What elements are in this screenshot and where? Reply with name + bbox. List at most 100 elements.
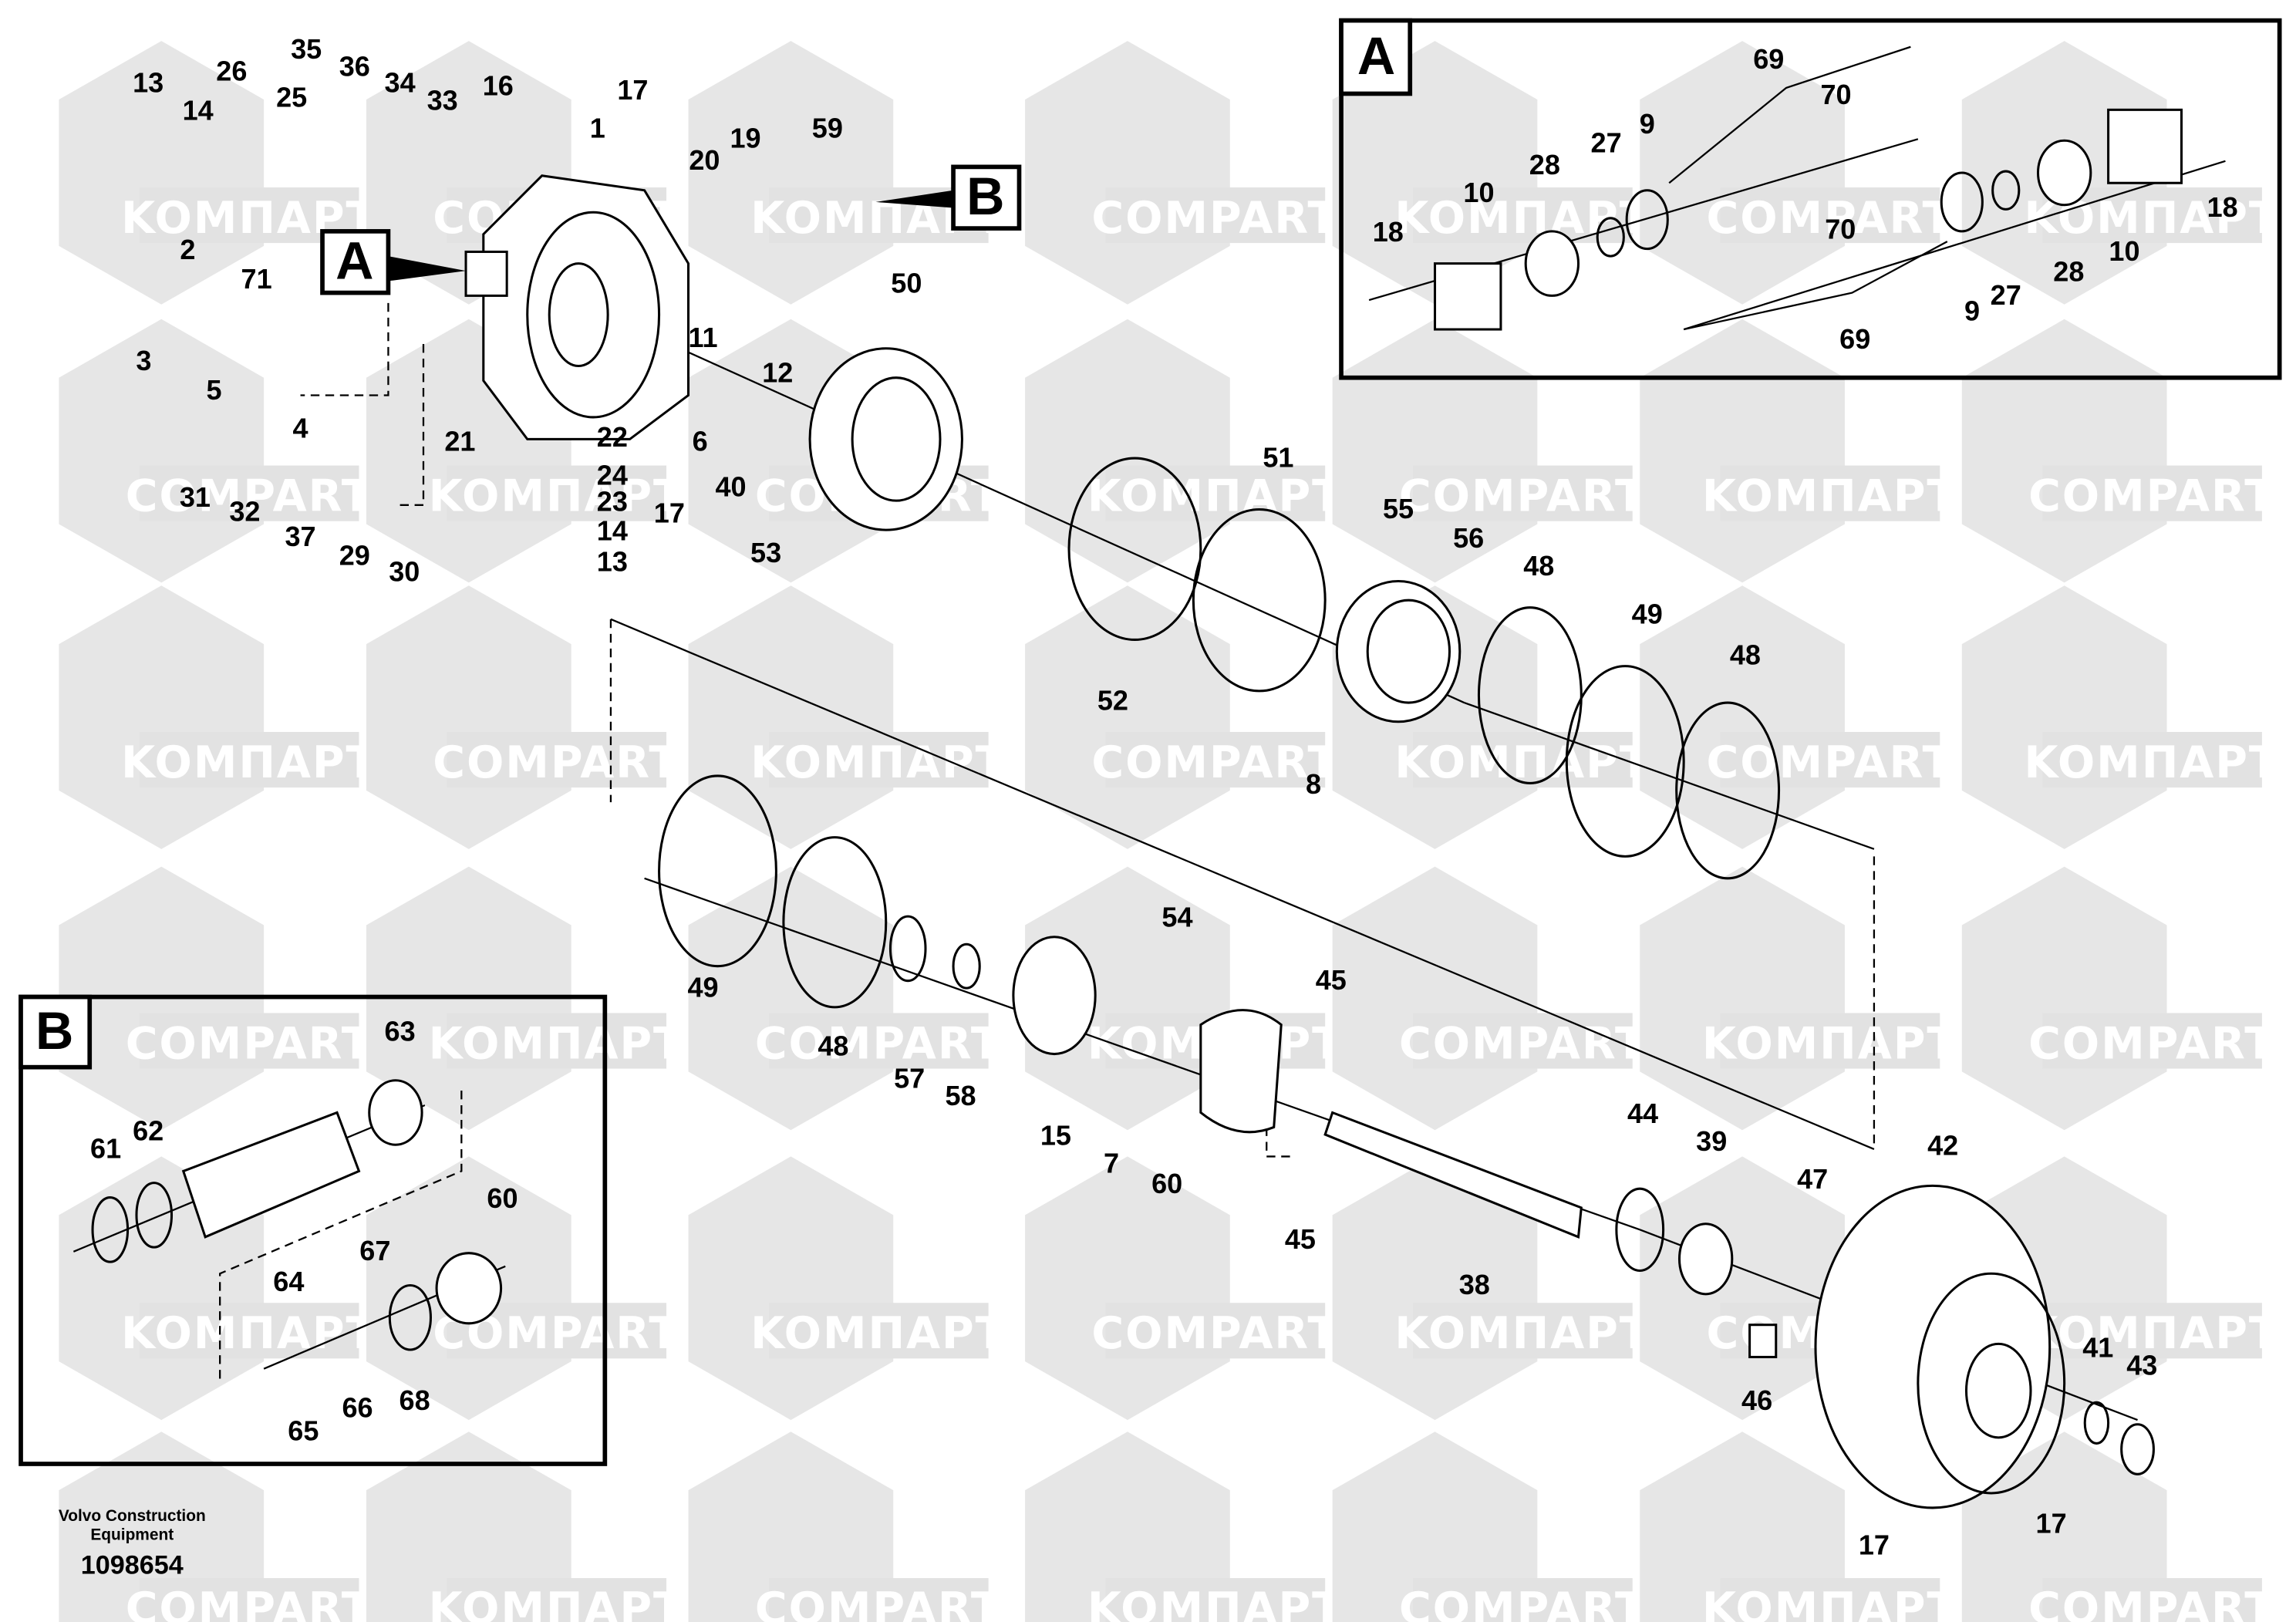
part-number-callout: 16	[483, 69, 514, 101]
part-number-callout: 42	[1927, 1130, 1958, 1162]
watermark-band	[768, 1578, 989, 1622]
watermark-hexagon	[1961, 319, 2167, 583]
part-number-callout: 4	[293, 413, 308, 444]
watermark-band	[1720, 187, 1940, 244]
part-number-callout: 12	[762, 356, 793, 388]
detail-b-part-number-callout: 62	[133, 1115, 164, 1147]
detail-b-part-number-callout: 61	[90, 1132, 121, 1164]
detail-b-part-number-callout: 66	[342, 1391, 373, 1423]
part-number-callout: 59	[812, 112, 843, 143]
plate-49	[1565, 665, 1685, 858]
part-number-callout: 14	[183, 95, 214, 126]
watermark-band	[1413, 732, 1633, 788]
detail-a-part-number-callout: 69	[1839, 323, 1870, 355]
watermark-hexagon	[688, 1431, 894, 1622]
watermark-hexagon	[1640, 41, 1845, 305]
watermark-band	[1720, 1578, 1940, 1622]
detail-a-part-number-callout: 10	[2109, 235, 2139, 267]
watermark-text: COMPART	[126, 1583, 373, 1622]
part-number-callout: 43	[2126, 1349, 2157, 1381]
watermark-band	[139, 1578, 359, 1622]
footer-company-line2: Equipment	[90, 1526, 174, 1544]
watermark-text: KOMПAPT	[121, 737, 377, 788]
detail-a-part-number-callout: 28	[2053, 255, 2084, 287]
watermark-hexagon	[688, 585, 894, 849]
part-number-callout: 37	[285, 521, 315, 552]
part-number-callout: 19	[730, 123, 760, 154]
watermark-hexagon	[1332, 866, 1538, 1131]
watermark-hexagon	[1961, 1431, 2167, 1622]
part-number-callout: 71	[241, 263, 272, 295]
watermark-hexagon	[1640, 866, 1845, 1131]
part-number-callout: 17	[1859, 1529, 1890, 1561]
detail-a-part-number-callout: 18	[1373, 216, 1404, 248]
watermark-hexagon	[366, 585, 571, 849]
detail-ref-b[interactable]: B	[875, 164, 1022, 231]
part-number-callout: 57	[894, 1062, 925, 1094]
detail-b-part-number-callout: 64	[273, 1266, 304, 1297]
drive-shaft-38	[1323, 1111, 1583, 1239]
cylinder-block-part	[1335, 579, 1462, 723]
watermark-band	[1105, 732, 1326, 788]
watermark-hexagon	[1640, 1156, 1845, 1421]
detail-a-part-number-callout: 28	[1529, 149, 1560, 180]
watermark-text: KOMПAPT	[429, 1583, 685, 1622]
watermark-text: KOMПAPT	[1087, 470, 1344, 521]
watermark-band	[1105, 187, 1326, 244]
part-number-callout: 17	[2036, 1507, 2067, 1539]
part-number-callout: 51	[1263, 442, 1293, 474]
watermark-text: KOMПAPT	[1394, 1308, 1650, 1359]
part-number-callout: 11	[688, 322, 717, 353]
part-number-callout: 48	[1523, 550, 1554, 582]
part-number-callout: 7	[1104, 1147, 1119, 1179]
watermark-text: COMPART	[126, 1018, 373, 1069]
watermark-text: COMPART	[1399, 1583, 1647, 1622]
watermark-text: COMPART	[126, 470, 373, 521]
watermark-hexagon	[1640, 585, 1845, 849]
part-number-callout: 24	[597, 459, 628, 491]
part-number-callout: 54	[1161, 901, 1192, 932]
watermark-hexagon	[59, 1431, 265, 1622]
detail-a-part-number-callout: 27	[1991, 279, 2021, 311]
detail-box-b-title: B	[35, 1002, 73, 1061]
watermark-band	[1413, 465, 1633, 521]
watermark-band	[2042, 465, 2262, 521]
watermark-hexagon	[688, 1156, 894, 1421]
detail-box-a-title: A	[1357, 27, 1395, 86]
watermark-band	[1720, 1013, 1940, 1069]
hub-housing-42	[1814, 1184, 2052, 1509]
watermark-text: COMPART	[1399, 1018, 1647, 1069]
part-number-callout: 40	[716, 470, 747, 502]
detail-ref-a[interactable]: A	[320, 229, 467, 295]
part-number-callout: 49	[687, 972, 718, 1003]
detail-b-part-number-callout: 68	[400, 1384, 430, 1416]
part-number-callout: 48	[818, 1030, 848, 1062]
part-number-callout: 21	[444, 426, 475, 457]
part-number-callout: 1	[590, 112, 605, 143]
part-number-callout: 45	[1316, 964, 1347, 996]
detail-ref-b-label: B	[966, 167, 1004, 226]
watermark-hexagon	[1332, 319, 1538, 583]
part-number-callout: 22	[597, 421, 628, 453]
watermark-text: COMPART	[2028, 1583, 2276, 1622]
detail-b-part-number-callout: 65	[288, 1415, 319, 1447]
watermark-band	[447, 465, 667, 521]
friction-plate-48b	[1675, 701, 1781, 880]
part-number-callout: 52	[1097, 685, 1128, 717]
part-number-callout: 50	[891, 268, 922, 299]
detail-box-a: A	[1339, 18, 2282, 380]
detail-b-part-number-callout: 67	[359, 1235, 390, 1266]
part-number-callout: 5	[207, 374, 222, 406]
part-number-callout: 6	[693, 426, 708, 457]
watermark-band	[447, 1578, 667, 1622]
part-number-callout: 53	[750, 537, 781, 568]
part-number-callout: 49	[1632, 599, 1663, 630]
watermark-text: COMPART	[755, 1018, 1003, 1069]
part-number-callout: 32	[229, 496, 260, 528]
watermark-band	[1720, 732, 1940, 788]
watermark-text: KOMПAPT	[429, 470, 685, 521]
watermark-text: COMPART	[1707, 193, 1954, 244]
watermark-text: KOMПAPT	[1702, 1018, 1958, 1069]
watermark-hexagon	[1025, 1156, 1230, 1421]
